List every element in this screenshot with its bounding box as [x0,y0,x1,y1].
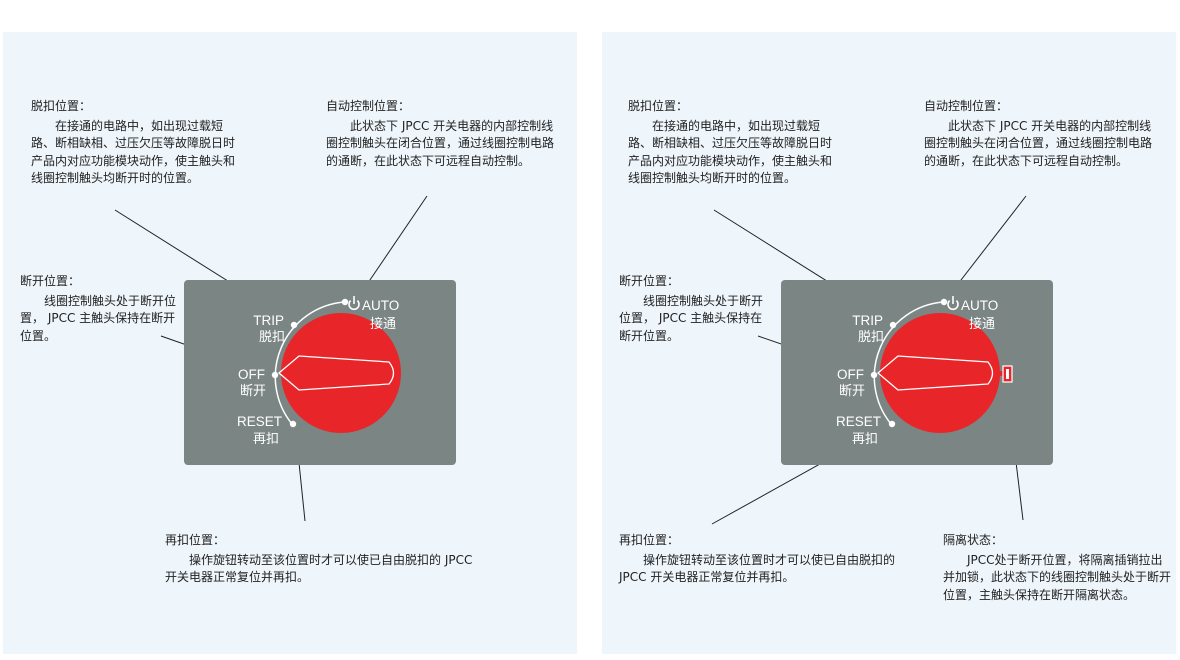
reset-en-label: RESET [836,414,881,429]
position-arc [274,301,346,425]
off-en-label: OFF [837,367,864,382]
reset-en-label: RESET [237,414,282,429]
power-icon [348,296,360,310]
auto-annotation-title: 自动控制位置： [924,99,1009,113]
reset-cn-label: 再扣 [253,432,279,447]
trip-position-dot [290,321,298,329]
off-annotation: 断开位置： 线圈控制触头处于断开位置， JPCC 主触头保持在断开位置。 [619,273,769,345]
isolation-annotation: 隔离状态： JPCC处于断开位置，将隔离插销拉出并加锁，此状态下的线圈控制触头处… [943,532,1171,604]
isolation-annotation-title: 隔离状态： [943,533,1004,547]
auto-annotation-body: 此状态下 JPCC 开关电器的内部控制线圈控制触头在闭合位置，通过线圈控制电路的… [326,118,555,168]
position-arc [873,301,945,425]
knob-handle[interactable] [277,355,395,391]
auto-position-dot [940,298,948,306]
off-annotation-body: 线圈控制触头处于断开位置， JPCC 主触头保持在断开位置。 [20,293,177,343]
reset-annotation-body: 操作旋钮转动至该位置时才可以使已自由脱扣的 JPCC 开关电器正常复位并再扣。 [165,552,473,585]
knob-handle[interactable] [876,355,994,391]
reset-annotation-title: 再扣位置： [165,533,226,547]
reset-position-dot [888,420,896,428]
trip-annotation-body: 在接通的电路中，如出现过载短路、断相缺相、过压欠压等故障脱日时产品内对应功能模块… [628,118,833,186]
auto-position-dot [341,298,349,306]
off-annotation-title: 断开位置： [619,274,680,288]
diagram-panel-left: AUTO 接通 TRIP 脱扣 OFF 断开 RESET 再扣 脱扣位置： 在接… [3,32,577,654]
auto-annotation: 自动控制位置： 此状态下 JPCC 开关电器的内部控制线圈控制触头在闭合位置，通… [326,98,558,170]
isolation-pin-icon[interactable] [995,365,1013,383]
auto-en-label: AUTO [961,298,998,313]
off-cn-label: 断开 [839,384,865,399]
switch-diagram-right: AUTO 接通 TRIP 脱扣 OFF 断开 RESET 再扣 [711,195,1053,525]
power-icon [947,296,959,310]
trip-position-dot [889,321,897,329]
auto-cn-label: 接通 [969,316,995,332]
diagram-panel-right: AUTO 接通 TRIP 脱扣 OFF 断开 RESET 再扣 脱扣位置： 在接… [602,32,1176,654]
trip-annotation: 脱扣位置： 在接通的电路中，如出现过载短路、断相缺相、过压欠压等故障脱日时产品内… [628,98,838,188]
auto-annotation-body: 此状态下 JPCC 开关电器的内部控制线圈控制触头在闭合位置，通过线圈控制电路的… [924,118,1153,168]
trip-en-label: TRIP [852,313,883,328]
off-position-dot [870,371,878,379]
trip-annotation: 脱扣位置： 在接通的电路中，如出现过载短路、断相缺相、过压欠压等故障脱日时产品内… [31,98,241,188]
off-annotation: 断开位置： 线圈控制触头处于断开位置， JPCC 主触头保持在断开位置。 [20,273,178,345]
trip-annotation-title: 脱扣位置： [628,99,689,113]
switch-diagram-left: AUTO 接通 TRIP 脱扣 OFF 断开 RESET 再扣 [114,195,456,522]
off-cn-label: 断开 [240,384,266,399]
auto-annotation: 自动控制位置： 此状态下 JPCC 开关电器的内部控制线圈控制触头在闭合位置，通… [924,98,1156,170]
reset-position-dot [289,420,297,428]
reset-cn-label: 再扣 [852,432,878,447]
off-position-dot [271,371,279,379]
reset-annotation-title: 再扣位置： [619,533,680,547]
auto-annotation-title: 自动控制位置： [326,99,411,113]
off-en-label: OFF [238,367,265,382]
trip-annotation-body: 在接通的电路中，如出现过载短路、断相缺相、过压欠压等故障脱日时产品内对应功能模块… [31,118,236,186]
off-annotation-body: 线圈控制触头处于断开位置， JPCC 主触头保持在断开位置。 [619,293,764,343]
trip-annotation-title: 脱扣位置： [31,99,92,113]
off-annotation-title: 断开位置： [20,274,81,288]
auto-en-label: AUTO [362,298,399,313]
trip-cn-label: 脱扣 [858,330,884,345]
trip-en-label: TRIP [253,313,284,328]
isolation-annotation-body: JPCC处于断开位置，将隔离插销拉出并加锁，此状态下的线圈控制触头处于断开位置，… [943,552,1172,602]
reset-annotation: 再扣位置： 操作旋钮转动至该位置时才可以使已自由脱扣的 JPCC 开关电器正常复… [165,532,475,587]
reset-annotation: 再扣位置： 操作旋钮转动至该位置时才可以使已自由脱扣的 JPCC 开关电器正常复… [619,532,919,587]
reset-annotation-body: 操作旋钮转动至该位置时才可以使已自由脱扣的 JPCC 开关电器正常复位并再扣。 [619,552,896,585]
auto-cn-label: 接通 [370,316,396,332]
trip-cn-label: 脱扣 [259,330,285,345]
